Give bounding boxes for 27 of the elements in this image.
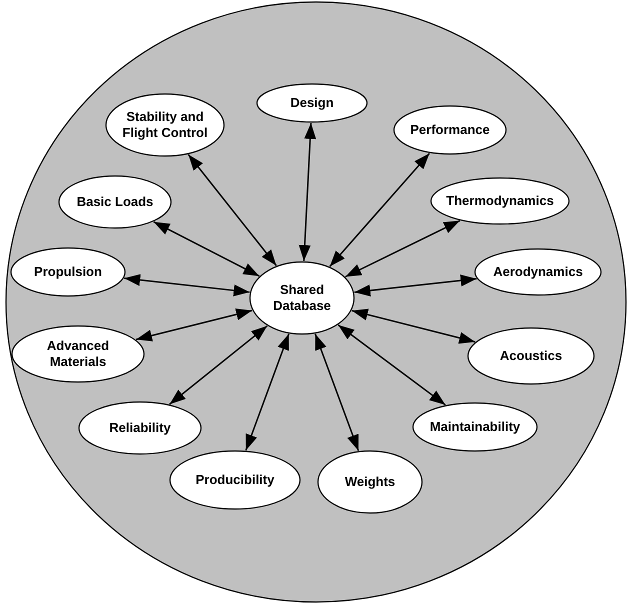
node-label: Weights	[344, 474, 396, 490]
node-label: Design	[289, 95, 335, 111]
node-label: Thermodynamics	[445, 193, 555, 209]
double-arrow	[124, 274, 250, 296]
node-label: Producibility	[194, 472, 276, 488]
double-arrow	[354, 274, 477, 296]
double-arrow	[338, 324, 446, 406]
double-arrow	[169, 325, 268, 405]
double-arrow	[298, 122, 316, 262]
double-arrow	[314, 334, 360, 452]
double-arrow	[136, 308, 252, 342]
node-label: Aerodynamics	[492, 264, 584, 280]
double-arrow	[352, 308, 476, 344]
node-label: Propulsion	[33, 264, 103, 280]
node-label: Shared Database	[272, 282, 332, 314]
double-arrow	[329, 152, 430, 267]
node-label: Advanced Materials	[46, 338, 110, 370]
double-arrow	[188, 154, 277, 266]
double-arrow	[153, 221, 260, 277]
node-label: Acoustics	[498, 348, 564, 364]
double-arrow	[245, 334, 290, 451]
node-label: Maintainability	[428, 419, 522, 435]
double-arrow	[345, 220, 460, 278]
node-label: Performance	[409, 122, 491, 138]
node-label: Basic Loads	[76, 194, 154, 210]
node-label: Reliability	[108, 420, 172, 436]
node-label: Stability and Flight Control	[121, 109, 209, 141]
